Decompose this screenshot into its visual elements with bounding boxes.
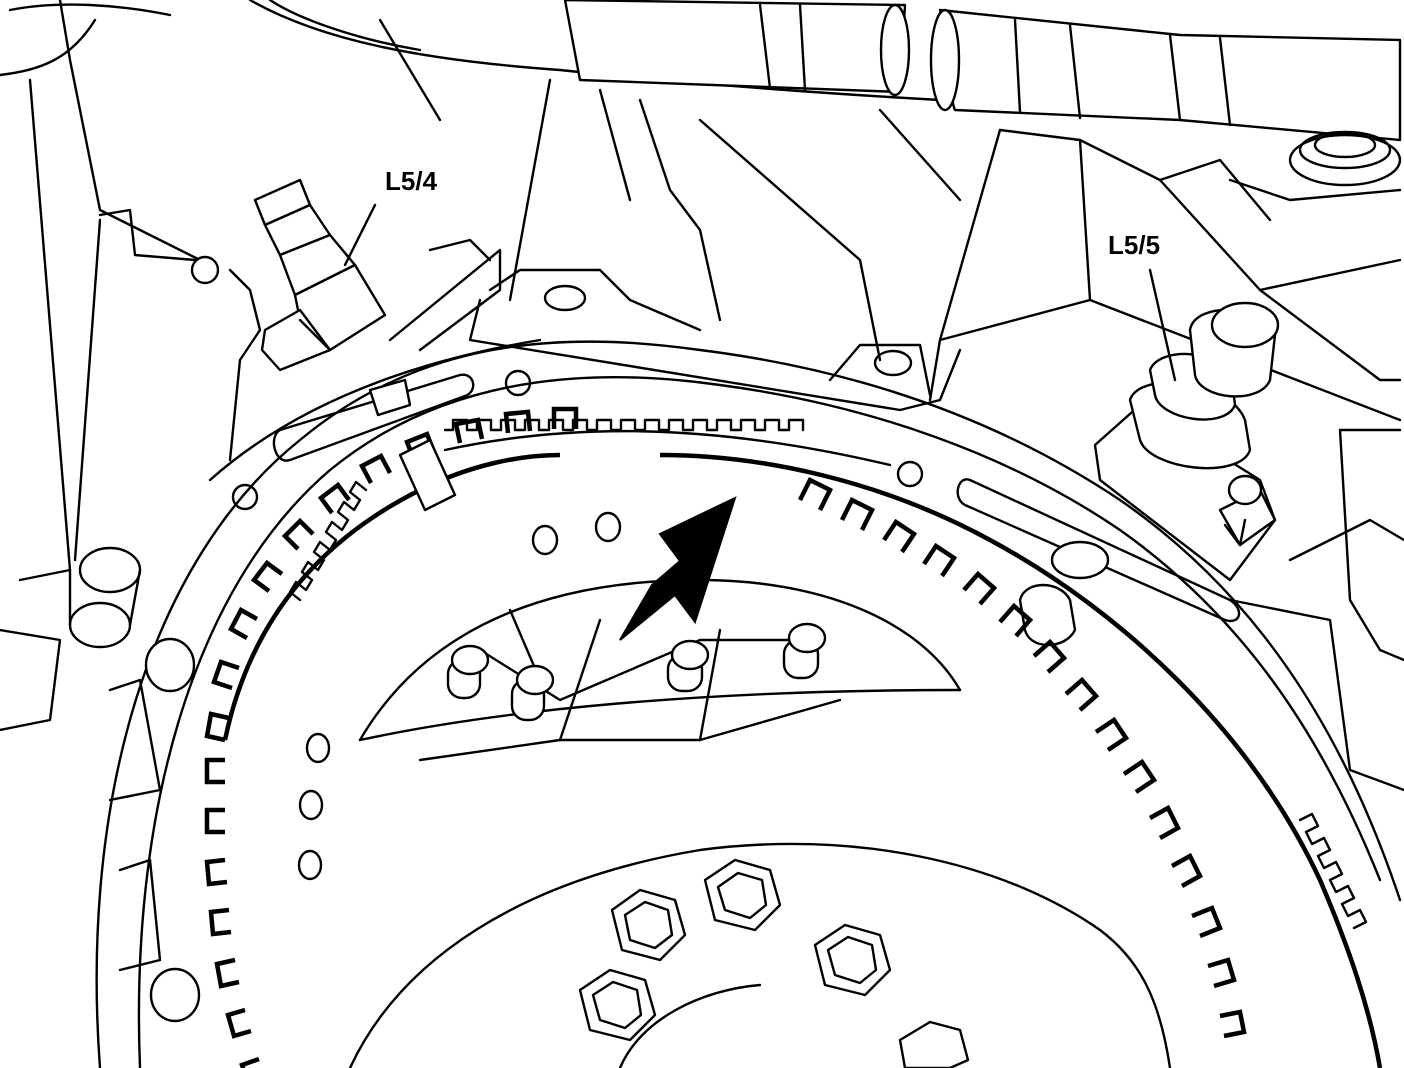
arrow-up-right-icon [619,496,737,641]
callout-leaders [343,203,1177,382]
bolt [510,664,555,722]
spring-top-right [1288,130,1402,187]
sensor-l5-4 [253,178,387,372]
left-boss [68,546,142,649]
hex-bolt [703,858,782,932]
hex-bolts [578,858,970,1068]
shaft-right [929,8,1402,142]
hex-bolt [578,968,657,1042]
tone-ring-outer-teeth [288,418,1368,930]
label-sensor-l5-4: L5/4 [385,166,438,196]
label-sensor-l5-5: L5/5 [1108,230,1160,260]
sensor-guide [368,378,457,512]
housing-ring [68,238,1402,1068]
hex-bolt [898,1020,970,1068]
bolt [782,622,827,680]
engine-block-outline [0,0,1404,792]
bolt [666,639,710,693]
bolt [446,644,490,700]
hex-bolt [610,888,687,962]
tone-ring-inner [204,406,1383,1068]
flex-plate-bolts [446,622,827,722]
right-sensor-boss [1018,540,1110,647]
hex-bolt [813,923,892,997]
sensor-l5-5 [1093,301,1280,582]
shaft-left [563,0,911,97]
